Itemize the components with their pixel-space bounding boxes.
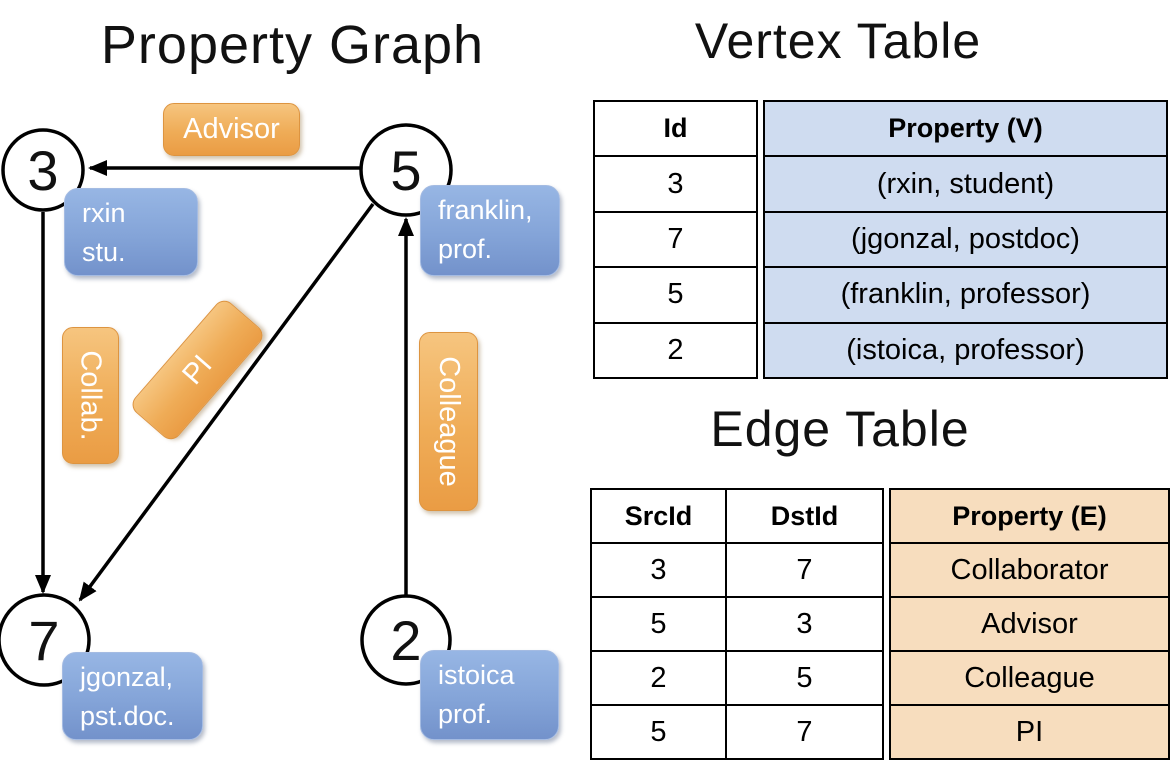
vertex-property-cell: (franklin, professor) — [763, 266, 1168, 324]
table-row: Advisor — [889, 596, 1170, 652]
vertex-property-cell: (jgonzal, postdoc) — [763, 210, 1168, 269]
vertex-prop-box-3: rxin stu. — [64, 188, 198, 276]
vertex-property-cell: (istoica, professor) — [763, 321, 1168, 379]
vertex-table: Id 3 7 5 2 Property (V) (rxin, student) … — [593, 99, 1168, 379]
edge-srcid-cell: 3 — [590, 542, 727, 598]
node-id-5: 5 — [390, 139, 421, 202]
edge-label-advisor-text: Advisor — [183, 113, 280, 145]
edge-property-cell: Colleague — [889, 650, 1170, 706]
edge-table-property-column: Property (E) Collaborator Advisor Collea… — [889, 488, 1170, 760]
vertex-prop-5-line1: franklin, — [438, 195, 533, 225]
table-row: 2 5 — [590, 650, 884, 706]
edge-dstid-cell: 3 — [725, 596, 884, 652]
table-row: 3 7 — [590, 542, 884, 598]
edge-dstid-cell: 5 — [725, 650, 884, 706]
vertex-prop-2-line2: prof. — [438, 699, 493, 729]
edge-label-advisor: Advisor — [163, 103, 300, 156]
table-row: (istoica, professor) — [763, 321, 1168, 379]
edge-5-to-7 — [78, 202, 375, 602]
vertex-prop-7-line2: pst.doc. — [80, 701, 175, 731]
property-graph-title: Property Graph — [100, 15, 485, 75]
edge-srcid-cell: 5 — [590, 704, 727, 760]
vertex-id-cell: 7 — [593, 210, 758, 269]
table-row: (rxin, student) — [763, 155, 1168, 213]
vertex-prop-box-5: franklin, prof. — [420, 185, 560, 276]
edge-property-cell: Collaborator — [889, 542, 1170, 598]
edge-table-id-columns: SrcId DstId 3 7 5 3 2 5 5 7 — [590, 488, 884, 760]
edge-table-title: Edge Table — [710, 401, 970, 457]
edge-dstid-header: DstId — [725, 488, 884, 544]
table-row: 5 — [593, 266, 758, 324]
vertex-id-cell: 2 — [593, 321, 758, 379]
table-row: 2 — [593, 321, 758, 379]
edge-label-collaborator-text: Collab. — [75, 350, 107, 441]
edge-label-pi-text: PI — [176, 348, 219, 391]
vertex-id-cell: 3 — [593, 155, 758, 213]
vertex-id-header: Id — [593, 99, 758, 158]
node-id-2: 2 — [390, 609, 421, 672]
vertex-property-cell: (rxin, student) — [763, 155, 1168, 213]
edge-label-colleague-text: Colleague — [433, 356, 466, 487]
vertex-table-title: Vertex Table — [694, 13, 982, 69]
table-row: 5 7 — [590, 704, 884, 760]
node-circle-3 — [1, 128, 85, 212]
edge-table: SrcId DstId 3 7 5 3 2 5 5 7 Property (E)… — [590, 488, 1170, 760]
table-row: (jgonzal, postdoc) — [763, 210, 1168, 269]
vertex-table-property-column: Property (V) (rxin, student) (jgonzal, p… — [763, 99, 1168, 379]
vertex-property-header: Property (V) — [763, 99, 1168, 158]
table-row: (franklin, professor) — [763, 266, 1168, 324]
table-row: 3 — [593, 155, 758, 213]
edge-srcid-header: SrcId — [590, 488, 727, 544]
edge-srcid-cell: 5 — [590, 596, 727, 652]
property-graph-panel: Property Graph 3 5 7 2 Ad — [0, 15, 560, 740]
edge-dstid-cell: 7 — [725, 704, 884, 760]
table-row: 7 — [593, 210, 758, 269]
table-row: Colleague — [889, 650, 1170, 706]
edge-property-cell: PI — [889, 704, 1170, 760]
edge-property-cell: Advisor — [889, 596, 1170, 652]
vertex-prop-5-line2: prof. — [438, 234, 493, 264]
table-row: 5 3 — [590, 596, 884, 652]
graph-drawing: 3 5 7 2 — [0, 123, 453, 687]
edge-label-colleague: Colleague — [419, 332, 478, 511]
vertex-prop-box-2: istoica prof. — [420, 650, 559, 740]
node-id-3: 3 — [27, 139, 58, 202]
vertex-table-id-column: Id 3 7 5 2 — [593, 99, 758, 379]
vertex-prop-7-line1: jgonzal, — [80, 662, 174, 692]
edge-srcid-cell: 2 — [590, 650, 727, 706]
table-row: PI — [889, 704, 1170, 760]
edge-label-collaborator: Collab. — [62, 327, 119, 464]
edge-property-header: Property (E) — [889, 488, 1170, 544]
vertex-id-cell: 5 — [593, 266, 758, 324]
vertex-prop-box-7: jgonzal, pst.doc. — [62, 652, 203, 740]
vertex-prop-3-line1: rxin — [82, 198, 126, 228]
vertex-prop-3-line2: stu. — [82, 237, 126, 267]
edge-dstid-cell: 7 — [725, 542, 884, 598]
table-row: Collaborator — [889, 542, 1170, 598]
vertex-prop-2-line1: istoica — [438, 660, 515, 690]
node-id-7: 7 — [28, 609, 59, 672]
